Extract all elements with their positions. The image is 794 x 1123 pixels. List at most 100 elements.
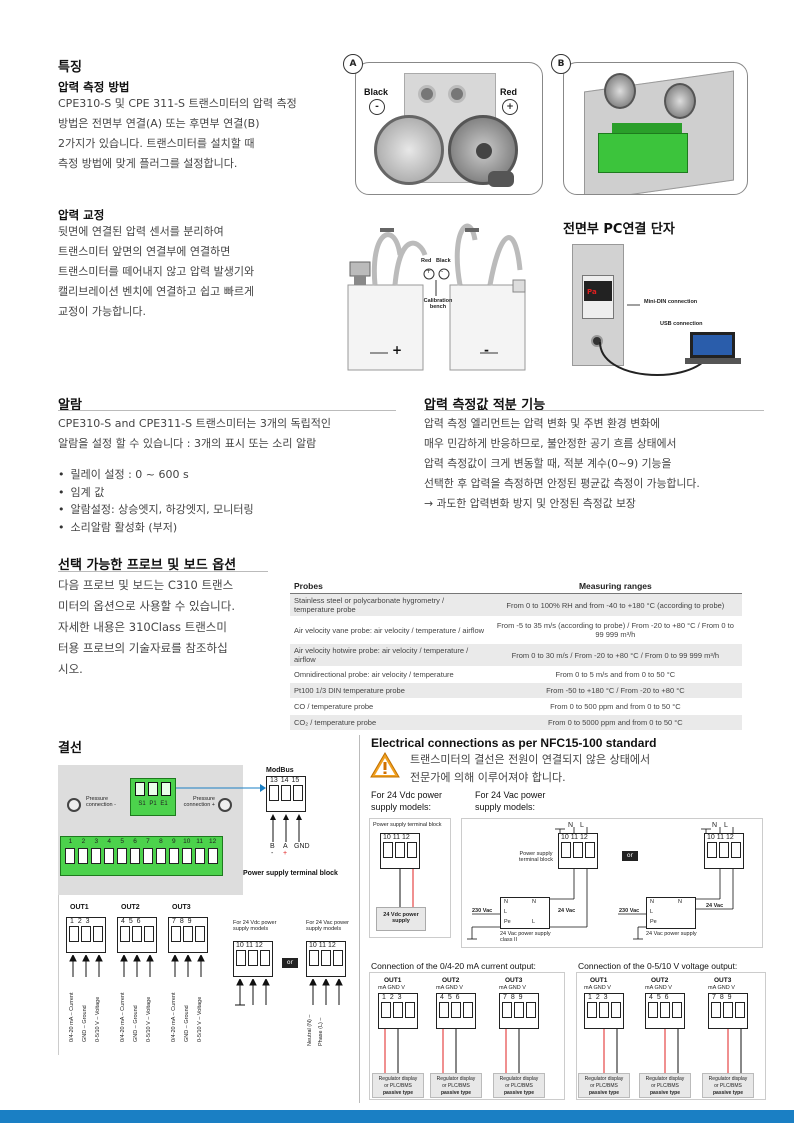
modbus-block: 13 14 15 (266, 776, 306, 812)
pc-title: 전면부 PC연결 단자 (563, 222, 675, 237)
out-signal: 0-5/10 V – Voltage (146, 996, 152, 1042)
features-title: 특징 (58, 60, 82, 75)
out-arrows (120, 955, 154, 977)
terminal-pin-number: 3 (94, 838, 99, 845)
out-wires (727, 1029, 742, 1073)
regulator-box: Regulator display or PLC/BMS passive typ… (372, 1073, 424, 1098)
terminal-pin-number: 5 (120, 838, 124, 845)
list-item: 알람설정: 상승엣지, 하강엣지, 모니터링 (58, 501, 254, 519)
badge-b: B (551, 54, 571, 74)
integration-title: 압력 측정값 적분 기능 (424, 398, 546, 413)
out-units: mA GND V (436, 985, 463, 991)
mini-din-label: Mini-DIN connection (644, 299, 698, 305)
out-terminal: 1 2 3 (66, 917, 106, 953)
photo-front-connection: Black - Red + (355, 62, 543, 195)
method-title: 압력 측정 방법 (58, 80, 130, 94)
probes-title: 선택 가능한 프로브 및 보드 옵션 (58, 558, 237, 573)
cal-diagram-minus: - (484, 343, 489, 357)
out-signal: GND – Ground (82, 1005, 88, 1042)
probes-rule (58, 571, 268, 572)
integration-rule (424, 410, 764, 411)
black-label: Black (364, 87, 389, 97)
out-wires (664, 1029, 679, 1073)
current-output-title: Connection of the 0/4-20 mA current outp… (371, 961, 536, 971)
list-item: 소리알람 활성화 (부저) (58, 519, 254, 537)
psu-ac-block: 10 11 12 (306, 941, 346, 977)
red-label: Red (500, 87, 518, 97)
psu-phase: Phase (L) – (318, 1017, 324, 1046)
out-label: OUT1 (590, 977, 608, 984)
pressure-minus-label: Pressure connection - (86, 796, 116, 808)
pc-transmitter: Pa (572, 244, 624, 366)
out-region (58, 895, 213, 1055)
out-terminal: 4 5 6 (645, 993, 685, 1029)
out-signal: 0/4-20 mA – Current (171, 992, 177, 1042)
out-terminal: 7 8 9 (708, 993, 748, 1029)
regulator-box: Regulator display or PLC/BMS passive typ… (430, 1073, 482, 1098)
plus-badge: + (502, 99, 518, 115)
minus-badge: - (369, 99, 385, 115)
table-row: Omnidirectional probe: air velocity / te… (290, 666, 742, 683)
terminal-pin-number: 2 (81, 838, 86, 845)
out-arrows (171, 955, 205, 977)
regulator-box: Regulator display or PLC/BMS passive typ… (493, 1073, 545, 1098)
out-wires (384, 1029, 399, 1073)
terminal-pin-number: 1 (68, 838, 73, 845)
terminal-pin-number: 10 (183, 838, 191, 845)
out-label: OUT1 (384, 977, 402, 984)
out-signal: GND – Ground (133, 1005, 139, 1042)
modbus-gnd: GND (294, 843, 310, 850)
out-arrows (69, 955, 103, 977)
alarm-bullets: 릴레이 설정 : 0 ~ 600 s 임계 값 알람설정: 상승엣지, 하강엣지… (58, 466, 254, 536)
pressure-plus-label: Pressure connection + (183, 796, 215, 808)
out-terminal: 1 2 3 (378, 993, 418, 1029)
warning-text: 트랜스미터의 결선은 전원이 연결되지 않은 상태에서 전문가에 의해 이루어져… (410, 753, 651, 784)
modbus-title: ModBus (266, 767, 294, 774)
footer-bar (0, 1110, 794, 1123)
terminal-pin-number: 9 (172, 838, 176, 845)
terminal-pin-number: 12 (208, 838, 217, 845)
regulator-box: Regulator display or PLC/BMS passive typ… (639, 1073, 691, 1098)
table-header: Measuring ranges (488, 579, 742, 594)
photo-back-connection (563, 62, 748, 195)
psu-arrows (235, 979, 343, 1006)
modbus-arrows (270, 814, 302, 842)
voltage-output-title: Connection of the 0-5/10 V voltage outpu… (578, 961, 738, 971)
alarm-title: 알람 (58, 398, 82, 413)
vdc-psu-label: 24 Vdc power supply (383, 912, 419, 924)
terminal-pin-number: 8 (159, 838, 163, 845)
terminal-pin-number: 6 (133, 838, 137, 845)
psu-dc-block: 10 11 12 (233, 941, 273, 977)
alarm-rule (58, 410, 396, 411)
pressure-minus-port (67, 798, 81, 812)
out-label: OUT2 (651, 977, 669, 984)
out-signal: 0/4-20 mA – Current (120, 992, 126, 1042)
vac-panel: N L N L Power supply terminal block 10 1… (461, 818, 763, 948)
out-label: OUT3 (714, 977, 732, 984)
pc-cable (599, 304, 741, 376)
method-text: CPE310-S 및 CPE 311-S 트랜스미터의 압력 측정 방법은 전면… (58, 97, 297, 170)
badge-a: A (343, 54, 363, 74)
modbus-arrow (176, 784, 266, 792)
psu-title: Power supply terminal block (243, 870, 338, 877)
terminal-pin-number: 7 (146, 838, 150, 845)
out-terminal: 4 5 6 (436, 993, 476, 1029)
terminal-pin-number: 4 (107, 838, 112, 845)
out-signal: 0/4-20 mA – Current (69, 992, 75, 1042)
psu-or: or (282, 958, 298, 968)
out-wires (603, 1029, 618, 1073)
modbus-a: A (283, 843, 288, 850)
out-units: mA GND V (645, 985, 672, 991)
out-terminal: 1 2 3 (584, 993, 624, 1029)
warning-icon (370, 752, 400, 778)
out-units: mA GND V (708, 985, 735, 991)
alarm-text: CPE310-S and CPE311-S 트랜스미터는 3개의 독립적인 알람… (58, 417, 332, 450)
out-units: mA GND V (499, 985, 526, 991)
out-label: OUT3 (172, 904, 191, 911)
probes-table: Probes Measuring ranges Stainless steel … (290, 579, 742, 731)
table-row: Air velocity hotwire probe: air velocity… (290, 643, 742, 667)
relay-block: S1 P1 E1 (130, 778, 176, 816)
